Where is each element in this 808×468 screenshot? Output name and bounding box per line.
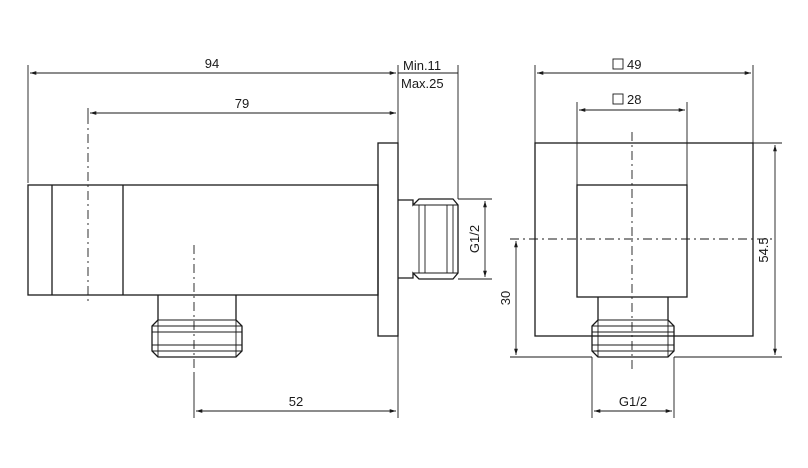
- body-length-label: 79: [235, 96, 249, 111]
- side-thread-label: G1/2: [467, 225, 482, 253]
- side-view: 94 79 Min.11 Max.25 G1/2 52: [27, 56, 492, 418]
- body-outline: [27, 184, 379, 296]
- height-label: 54.5: [756, 237, 771, 262]
- square-plate: [534, 142, 754, 337]
- wall-flange: [377, 142, 399, 337]
- wall-min-label: Min.11: [403, 58, 441, 73]
- front-view: 49 28 54.5 30 G1/2: [498, 57, 782, 418]
- front-bottom-thread: [591, 297, 675, 358]
- square-inner-label: 28: [627, 92, 641, 107]
- side-thread-fitting: [398, 198, 459, 280]
- overall-length-label: 94: [205, 56, 219, 71]
- bottom-thread-label: G1/2: [619, 394, 647, 409]
- bottom-thread-fitting: [151, 295, 243, 358]
- square-symbol-icon: [612, 93, 624, 105]
- square-symbol-icon: [612, 58, 624, 70]
- wall-max-label: Max.25: [401, 76, 444, 91]
- square-outer-label: 49: [627, 57, 641, 72]
- outlet-height-label: 30: [498, 291, 513, 305]
- outlet-offset-label: 52: [289, 394, 303, 409]
